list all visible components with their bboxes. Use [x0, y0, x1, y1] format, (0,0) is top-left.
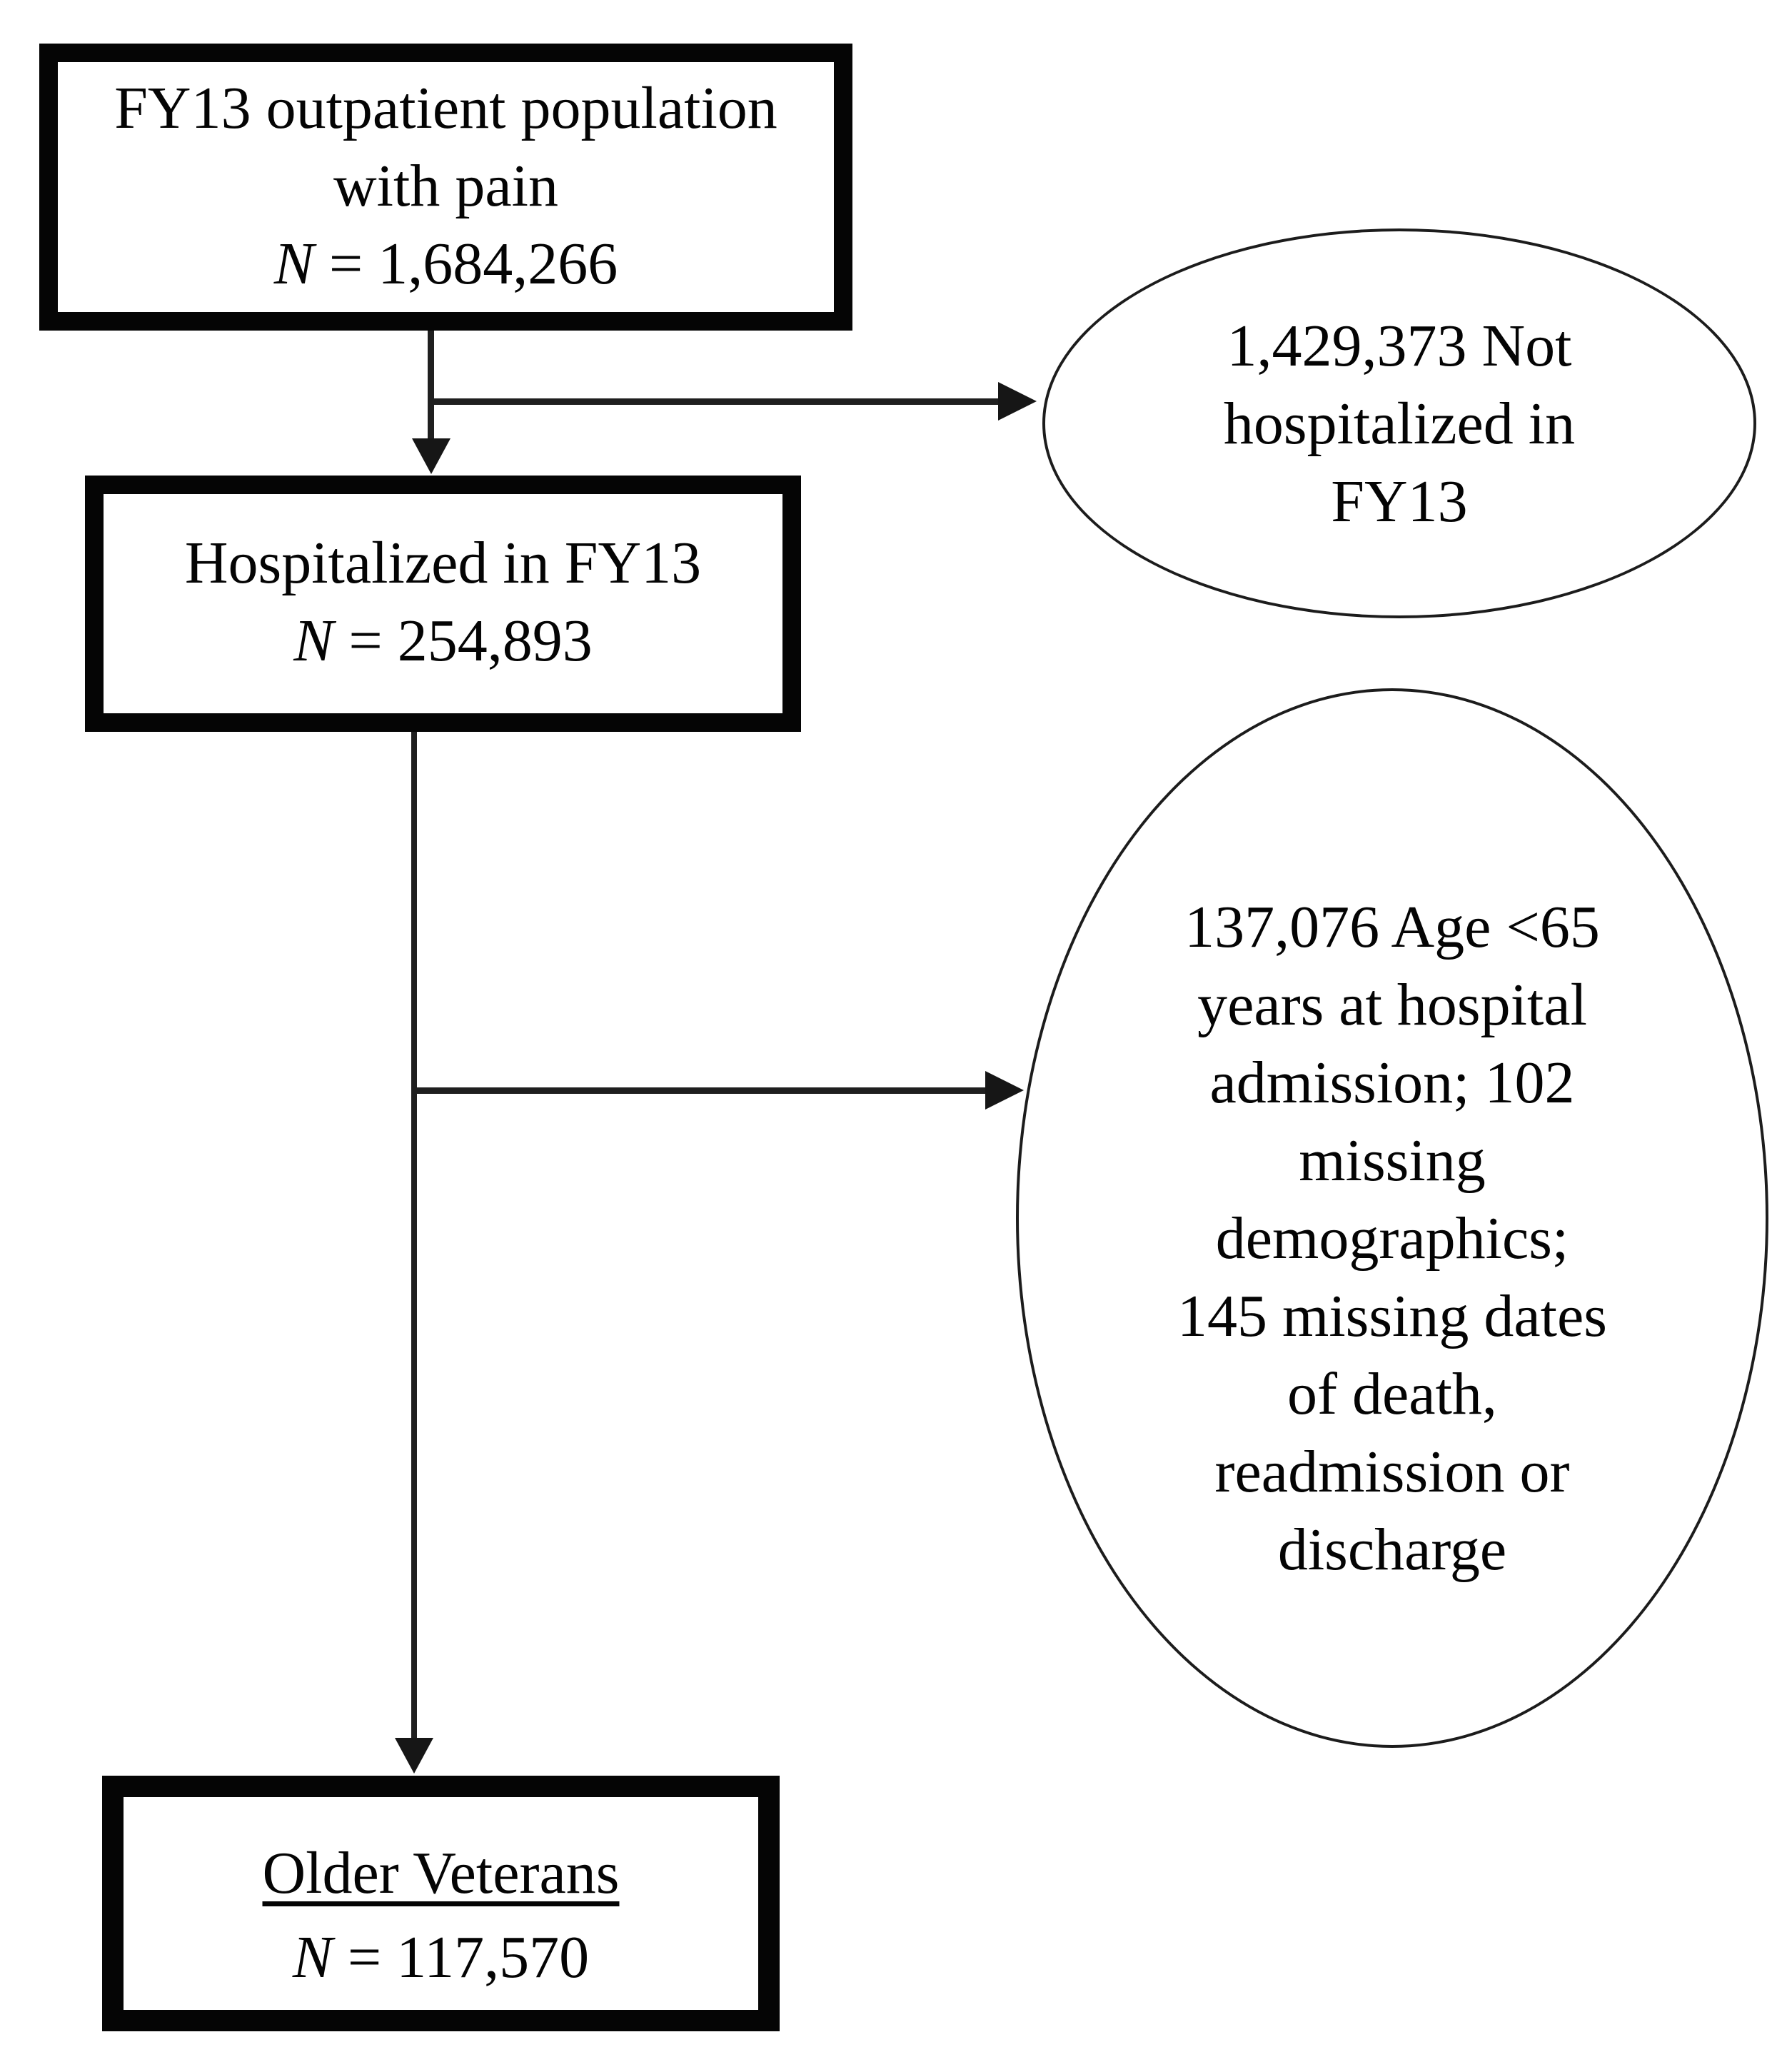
- box1-n-value: N = 1,684,266: [273, 230, 618, 297]
- box1-line-1: FY13 outpatient population: [114, 74, 777, 141]
- ellipse2-line-8: readmission or: [1214, 1438, 1570, 1505]
- flow-node-exclusions: 137,076 Age <65 years at hospital admiss…: [1016, 688, 1768, 1748]
- connector-box1-to-box2: [428, 331, 434, 441]
- arrowhead-down-box2: [412, 438, 450, 474]
- box2-n-value: N = 254,893: [293, 608, 593, 674]
- box1-line-2: with pain: [333, 152, 558, 219]
- arrowhead-right-exclusions: [985, 1071, 1024, 1110]
- arrowhead-right-not-hospitalized: [998, 382, 1037, 421]
- ellipse2-line-3: admission; 102: [1209, 1049, 1575, 1116]
- flow-node-older-veterans: Older Veterans N = 117,570: [102, 1776, 780, 2031]
- ellipse2-line-1: 137,076 Age <65: [1184, 893, 1600, 960]
- box3-n-value: N = 117,570: [292, 1924, 590, 1991]
- box2-line-1: Hospitalized in FY13: [184, 530, 702, 596]
- ellipse2-line-5: demographics;: [1215, 1204, 1569, 1272]
- ellipse2-line-7: of death,: [1287, 1360, 1497, 1427]
- ellipse1-line-2: hospitalized in: [1223, 390, 1576, 457]
- ellipse2-line-4: missing: [1299, 1127, 1486, 1194]
- box3-title: Older Veterans: [262, 1840, 620, 1906]
- connector-branch-to-not-hospitalized: [431, 398, 998, 405]
- connector-box2-to-box3: [411, 732, 417, 1741]
- flow-node-outpatient-population: FY13 outpatient population with pain N =…: [39, 44, 852, 331]
- connector-branch-to-exclusions: [414, 1087, 985, 1094]
- ellipse1-line-3: FY13: [1331, 468, 1468, 535]
- arrowhead-down-box3: [395, 1738, 433, 1774]
- flow-node-hospitalized: Hospitalized in FY13 N = 254,893: [85, 476, 801, 732]
- ellipse1-line-1: 1,429,373 Not: [1227, 312, 1572, 379]
- ellipse2-line-2: years at hospital: [1197, 971, 1587, 1038]
- flow-node-not-hospitalized: 1,429,373 Not hospitalized in FY13: [1042, 228, 1756, 618]
- ellipse2-line-6: 145 missing dates: [1177, 1282, 1607, 1349]
- ellipse2-line-9: discharge: [1277, 1516, 1507, 1583]
